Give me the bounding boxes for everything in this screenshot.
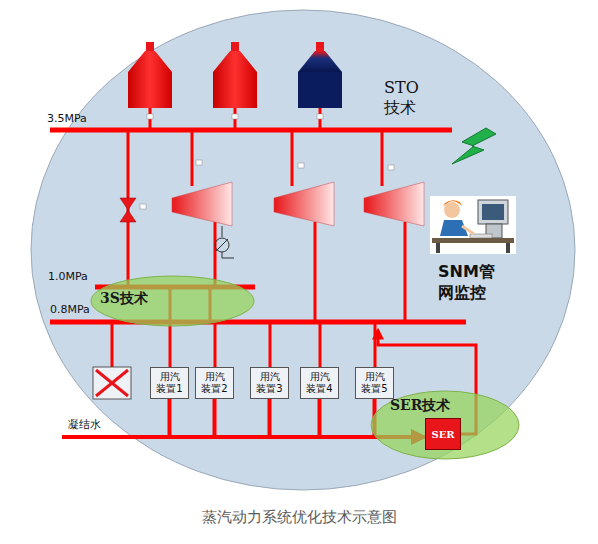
- node-text: 用汽装置2: [201, 371, 228, 395]
- text-label: 1.0MPa: [48, 270, 88, 283]
- lightning-icon: [452, 128, 496, 164]
- text-label: 凝结水: [68, 418, 101, 431]
- boiler: [128, 42, 172, 108]
- node-text: SER: [431, 429, 454, 440]
- boiler: [213, 42, 257, 108]
- text-label: STO 技术: [384, 78, 430, 118]
- boiler: [298, 42, 342, 108]
- caption: 蒸汽动力系统优化技术示意图: [0, 508, 598, 527]
- text-label: SNM管 网监控: [438, 262, 500, 304]
- pipe-marker: [196, 160, 394, 170]
- header-3-5: [50, 128, 452, 133]
- process-box: 用汽装置5: [355, 367, 394, 399]
- steam-pipe: [112, 130, 405, 367]
- generator-symbol: [215, 226, 234, 258]
- process-box: 用汽装置4: [300, 367, 339, 399]
- process-box: 用汽装置2: [195, 367, 234, 399]
- pipe-marker: [147, 114, 323, 119]
- valve-symbol: [120, 198, 136, 222]
- text-label: 3.5MPa: [47, 112, 87, 125]
- steam-pipe: [150, 108, 320, 130]
- turbine: [364, 182, 424, 226]
- process-box: 用汽装置3: [250, 367, 289, 399]
- process-box: 用汽装置1: [150, 367, 189, 399]
- node-text: 用汽装置1: [156, 371, 183, 395]
- node-text: 用汽装置3: [256, 371, 283, 395]
- system-ellipse: [31, 10, 575, 490]
- ser-box: SER: [425, 418, 461, 450]
- technology-ellipse: SER技术 SER: [370, 390, 520, 460]
- node-text: 用汽装置5: [361, 371, 388, 395]
- node-text: SER技术: [390, 397, 450, 415]
- turbine: [172, 182, 232, 226]
- condensate-line: [62, 435, 172, 439]
- pipe-marker: [140, 204, 146, 209]
- technology-ellipse: 3S技术: [90, 275, 255, 327]
- node-text: 用汽装置4: [306, 371, 333, 395]
- node-text: 3S技术: [100, 290, 148, 308]
- text-label: 0.8MPa: [50, 303, 90, 316]
- turbine: [274, 182, 334, 226]
- disabled-unit: [93, 367, 131, 399]
- operator-illustration: [430, 196, 516, 254]
